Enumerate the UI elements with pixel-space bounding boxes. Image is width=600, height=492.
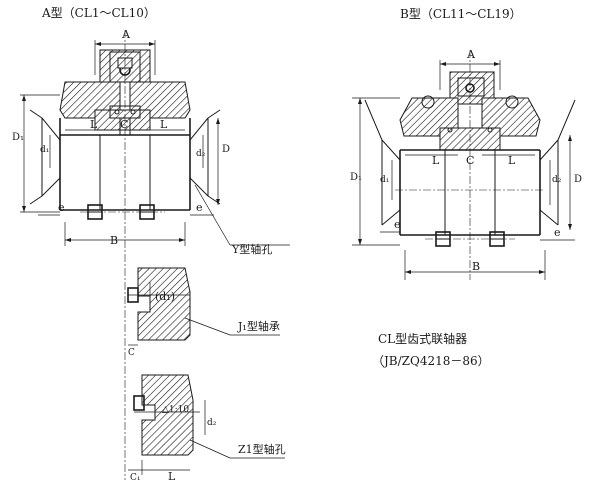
- dim-a-label-l-right: L: [160, 118, 168, 131]
- dim-b-label-d: D: [574, 174, 582, 185]
- dim-z1-label-l: L: [168, 470, 176, 483]
- dim-a-label-l-left: L: [90, 118, 98, 131]
- dim-j1-label-c: C: [128, 348, 135, 358]
- dim-b-label-d1-outer: D₁: [350, 172, 362, 183]
- dim-a-label-e-left: e: [58, 201, 65, 214]
- dim-a-label-d2: d₂: [196, 149, 206, 159]
- type-a-z1-subview: △1:10 d₂ Z1型轴孔 C₁ L: [128, 374, 286, 483]
- dim-z1-label-c1: C₁: [130, 473, 141, 483]
- caption-standard: （JB/ZQ4218－86）: [372, 354, 490, 368]
- type-b-title: B型（CL11～CL19）: [400, 7, 522, 21]
- caption-name: CL型齿式联轴器: [378, 331, 467, 346]
- dim-a-label-e-right: e: [196, 201, 203, 214]
- dim-b-label-l-right: L: [508, 154, 516, 167]
- callout-j1-bore: J₁型轴承: [237, 319, 280, 333]
- dim-b-label-d1-inner: d₁: [380, 175, 389, 185]
- dim-z1-label-taper: △1:10: [162, 405, 189, 415]
- dim-b-label-d2: d₂: [552, 175, 562, 185]
- callout-z1-bore: Z1型轴孔: [238, 442, 286, 456]
- dim-b-label-l-left: L: [432, 154, 440, 167]
- dim-b-label-a: A: [466, 48, 476, 61]
- dim-a-label-a: A: [121, 28, 131, 41]
- dim-a-label-b: B: [110, 234, 118, 247]
- type-a-title: A型（CL1～CL10）: [41, 6, 156, 20]
- dim-z1-label-d2: d₂: [207, 418, 217, 428]
- callout-y-bore: Y型轴孔: [231, 242, 272, 256]
- dim-b-label-b: B: [472, 260, 480, 273]
- dim-a-label-c: C: [120, 118, 128, 131]
- dim-a-label-d1-outer: D₁: [12, 132, 24, 143]
- dim-j1-label-d1-paren: (d₁): [155, 290, 175, 303]
- dim-a-label-d1-inner: d₁: [40, 145, 49, 155]
- dim-a-label-d: D: [222, 144, 230, 155]
- dim-b-label-c: C: [466, 154, 474, 167]
- type-a-j1-subview: (d₁) J₁型轴承 C: [127, 267, 280, 358]
- type-a-main-view: A: [12, 28, 290, 480]
- type-b-main-view: A: [350, 48, 582, 280]
- dim-b-label-e-right: e: [554, 226, 561, 239]
- dim-b-label-e-left: e: [394, 218, 401, 231]
